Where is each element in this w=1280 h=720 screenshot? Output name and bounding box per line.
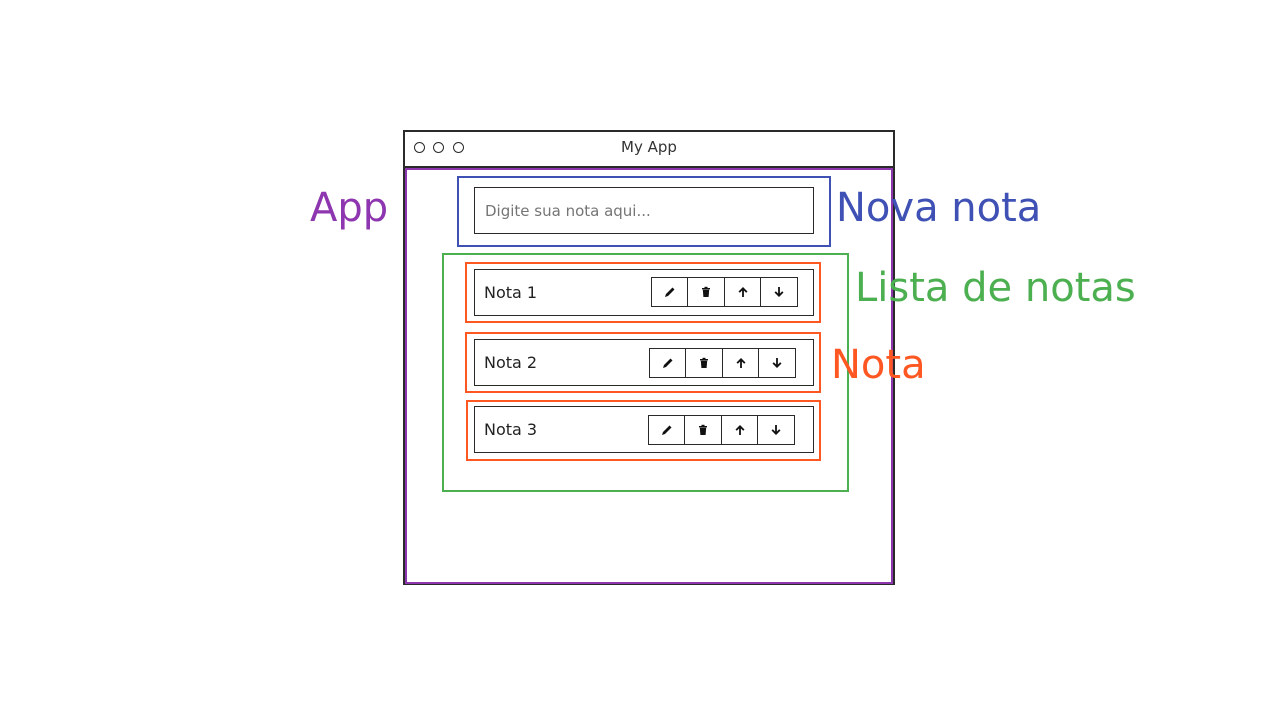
window-control-icon[interactable] bbox=[414, 142, 425, 153]
annotation-nova-nota: Nova nota bbox=[836, 185, 1042, 231]
pencil-icon bbox=[662, 425, 672, 435]
note-region-outline bbox=[466, 400, 821, 461]
move-up-button[interactable] bbox=[723, 277, 762, 307]
trash-icon bbox=[699, 424, 708, 435]
list-item: Nota 3 bbox=[474, 406, 814, 453]
delete-button[interactable] bbox=[685, 348, 724, 378]
note-label: Nota 1 bbox=[484, 283, 538, 302]
trash-icon bbox=[700, 357, 709, 368]
list-item: Nota 1 bbox=[474, 269, 814, 316]
new-note-region-outline bbox=[457, 176, 831, 247]
arrow-up-icon bbox=[738, 287, 748, 297]
note-label: Nota 2 bbox=[484, 353, 538, 372]
edit-button[interactable] bbox=[649, 348, 687, 378]
arrow-down-icon bbox=[772, 358, 782, 368]
note-list-region-outline bbox=[442, 253, 849, 492]
list-item: Nota 2 bbox=[474, 339, 814, 386]
delete-button[interactable] bbox=[687, 277, 726, 307]
annotation-nota: Nota bbox=[831, 342, 926, 388]
pencil-icon bbox=[665, 287, 675, 297]
note-label: Nota 3 bbox=[484, 420, 538, 439]
move-down-button[interactable] bbox=[758, 348, 797, 378]
annotation-lista-de-notas: Lista de notas bbox=[855, 265, 1136, 311]
note-region-outline bbox=[465, 262, 821, 323]
arrow-down-icon bbox=[771, 425, 781, 435]
new-note-input[interactable] bbox=[474, 187, 814, 234]
window-control-icon[interactable] bbox=[453, 142, 464, 153]
annotation-app: App bbox=[310, 185, 389, 231]
window-control-icon[interactable] bbox=[433, 142, 444, 153]
note-actions bbox=[648, 415, 796, 445]
arrow-down-icon bbox=[774, 287, 784, 297]
note-region-outline bbox=[465, 332, 821, 393]
move-up-button[interactable] bbox=[720, 415, 759, 445]
note-actions bbox=[651, 277, 799, 307]
pencil-icon bbox=[663, 358, 673, 368]
move-up-button[interactable] bbox=[721, 348, 760, 378]
window-titlebar bbox=[403, 130, 895, 168]
move-down-button[interactable] bbox=[760, 277, 799, 307]
arrow-up-icon bbox=[736, 358, 746, 368]
move-down-button[interactable] bbox=[757, 415, 796, 445]
app-region-outline bbox=[405, 168, 893, 584]
trash-icon bbox=[702, 286, 711, 297]
arrow-up-icon bbox=[735, 425, 745, 435]
edit-button[interactable] bbox=[648, 415, 686, 445]
delete-button[interactable] bbox=[684, 415, 723, 445]
window-title: My App bbox=[621, 138, 677, 156]
edit-button[interactable] bbox=[651, 277, 689, 307]
note-actions bbox=[649, 348, 797, 378]
